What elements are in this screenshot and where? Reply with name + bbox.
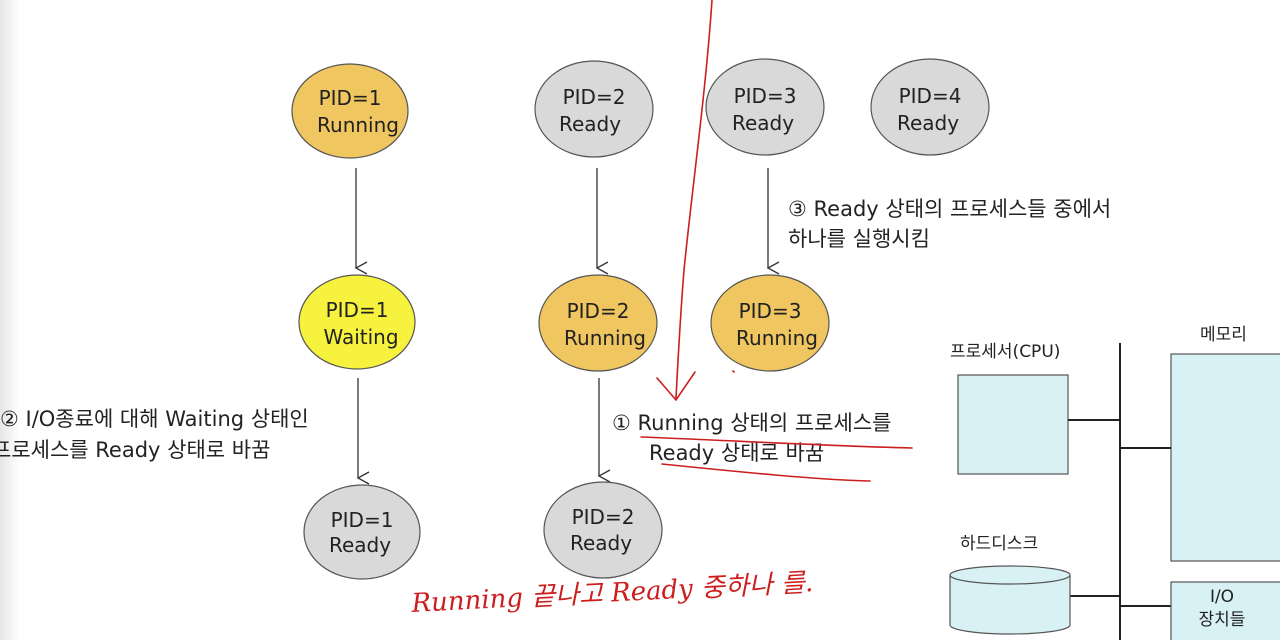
node-mid-pid1: PID=1 Waiting: [298, 274, 416, 370]
io-label-line1: I/O: [1210, 587, 1234, 607]
disk-label: 하드디스크: [960, 534, 1038, 554]
node-pid-label: PID=2: [572, 505, 635, 529]
node-state-label: Ready: [559, 112, 621, 136]
node-state-label: Running: [564, 326, 646, 350]
node-pid-label: PID=2: [563, 85, 626, 109]
node-bot-pid2: PID=2 Ready: [543, 481, 663, 579]
node-mid-pid3: PID=3 Running: [710, 274, 830, 372]
node-state-label: Ready: [732, 111, 794, 135]
node-state-label: Waiting: [323, 325, 398, 349]
io-label-line2: 장치들: [1199, 610, 1246, 630]
node-top-pid3: PID=3 Ready: [705, 58, 825, 156]
note-2-line2: 프로세스를 Ready 상태로 바꿈: [0, 438, 270, 462]
hardware-diagram: 프로세서(CPU) 메모리 하드디스크 I/O 장치들: [949, 325, 1280, 640]
memory-label: 메모리: [1200, 325, 1247, 345]
node-top-pid1: PID=1 Running: [291, 63, 409, 159]
node-top-pid4: PID=4 Ready: [870, 58, 990, 156]
node-state-label: Ready: [570, 531, 632, 555]
left-edge-shadow: [0, 0, 20, 640]
node-bot-pid1: PID=1 Ready: [303, 484, 421, 580]
arrows: [354, 168, 780, 485]
cpu-label: 프로세서(CPU): [950, 342, 1060, 362]
node-state-label: Ready: [329, 533, 391, 557]
node-pid-label: PID=1: [319, 86, 382, 110]
node-pid-label: PID=1: [326, 298, 389, 322]
node-top-pid2: PID=2 Ready: [534, 60, 654, 158]
node-pid-label: PID=3: [734, 84, 797, 108]
node-pid-label: PID=3: [739, 299, 802, 323]
red-annotations: [640, 0, 913, 482]
node-pid-label: PID=2: [567, 299, 630, 323]
node-pid-label: PID=4: [899, 84, 962, 108]
node-pid-label: PID=1: [331, 508, 394, 532]
note-3-line1: ③ Ready 상태의 프로세스들 중에서: [788, 197, 1111, 221]
node-state-label: Ready: [897, 111, 959, 135]
red-pen-arrowhead: [656, 371, 696, 402]
note-3: ③ Ready 상태의 프로세스들 중에서 하나를 실행시킴: [788, 197, 1111, 251]
note-2: ② I/O종료에 대해 Waiting 상태인 프로세스를 Ready 상태로 …: [0, 407, 309, 462]
hard-disk-cylinder: [949, 565, 1071, 635]
note-2-line1: ② I/O종료에 대해 Waiting 상태인: [0, 407, 309, 431]
red-pen-dot: [732, 370, 735, 373]
red-pen-underline-2: [661, 463, 871, 482]
node-mid-pid2: PID=2 Running: [538, 274, 658, 372]
io-box: [1170, 581, 1280, 640]
cpu-box: [957, 374, 1069, 475]
red-pen-arrow-line: [675, 0, 713, 399]
note-3-line2: 하나를 실행시킴: [788, 227, 930, 251]
note-1-line2: Ready 상태로 바꿈: [649, 441, 824, 465]
memory-box: [1170, 353, 1280, 562]
note-1: ① Running 상태의 프로세스를 Ready 상태로 바꿈: [612, 411, 891, 465]
red-pen-underline-1: [640, 436, 913, 449]
node-state-label: Running: [736, 326, 818, 350]
node-state-label: Running: [317, 113, 399, 137]
note-1-line1: ① Running 상태의 프로세스를: [612, 411, 891, 435]
